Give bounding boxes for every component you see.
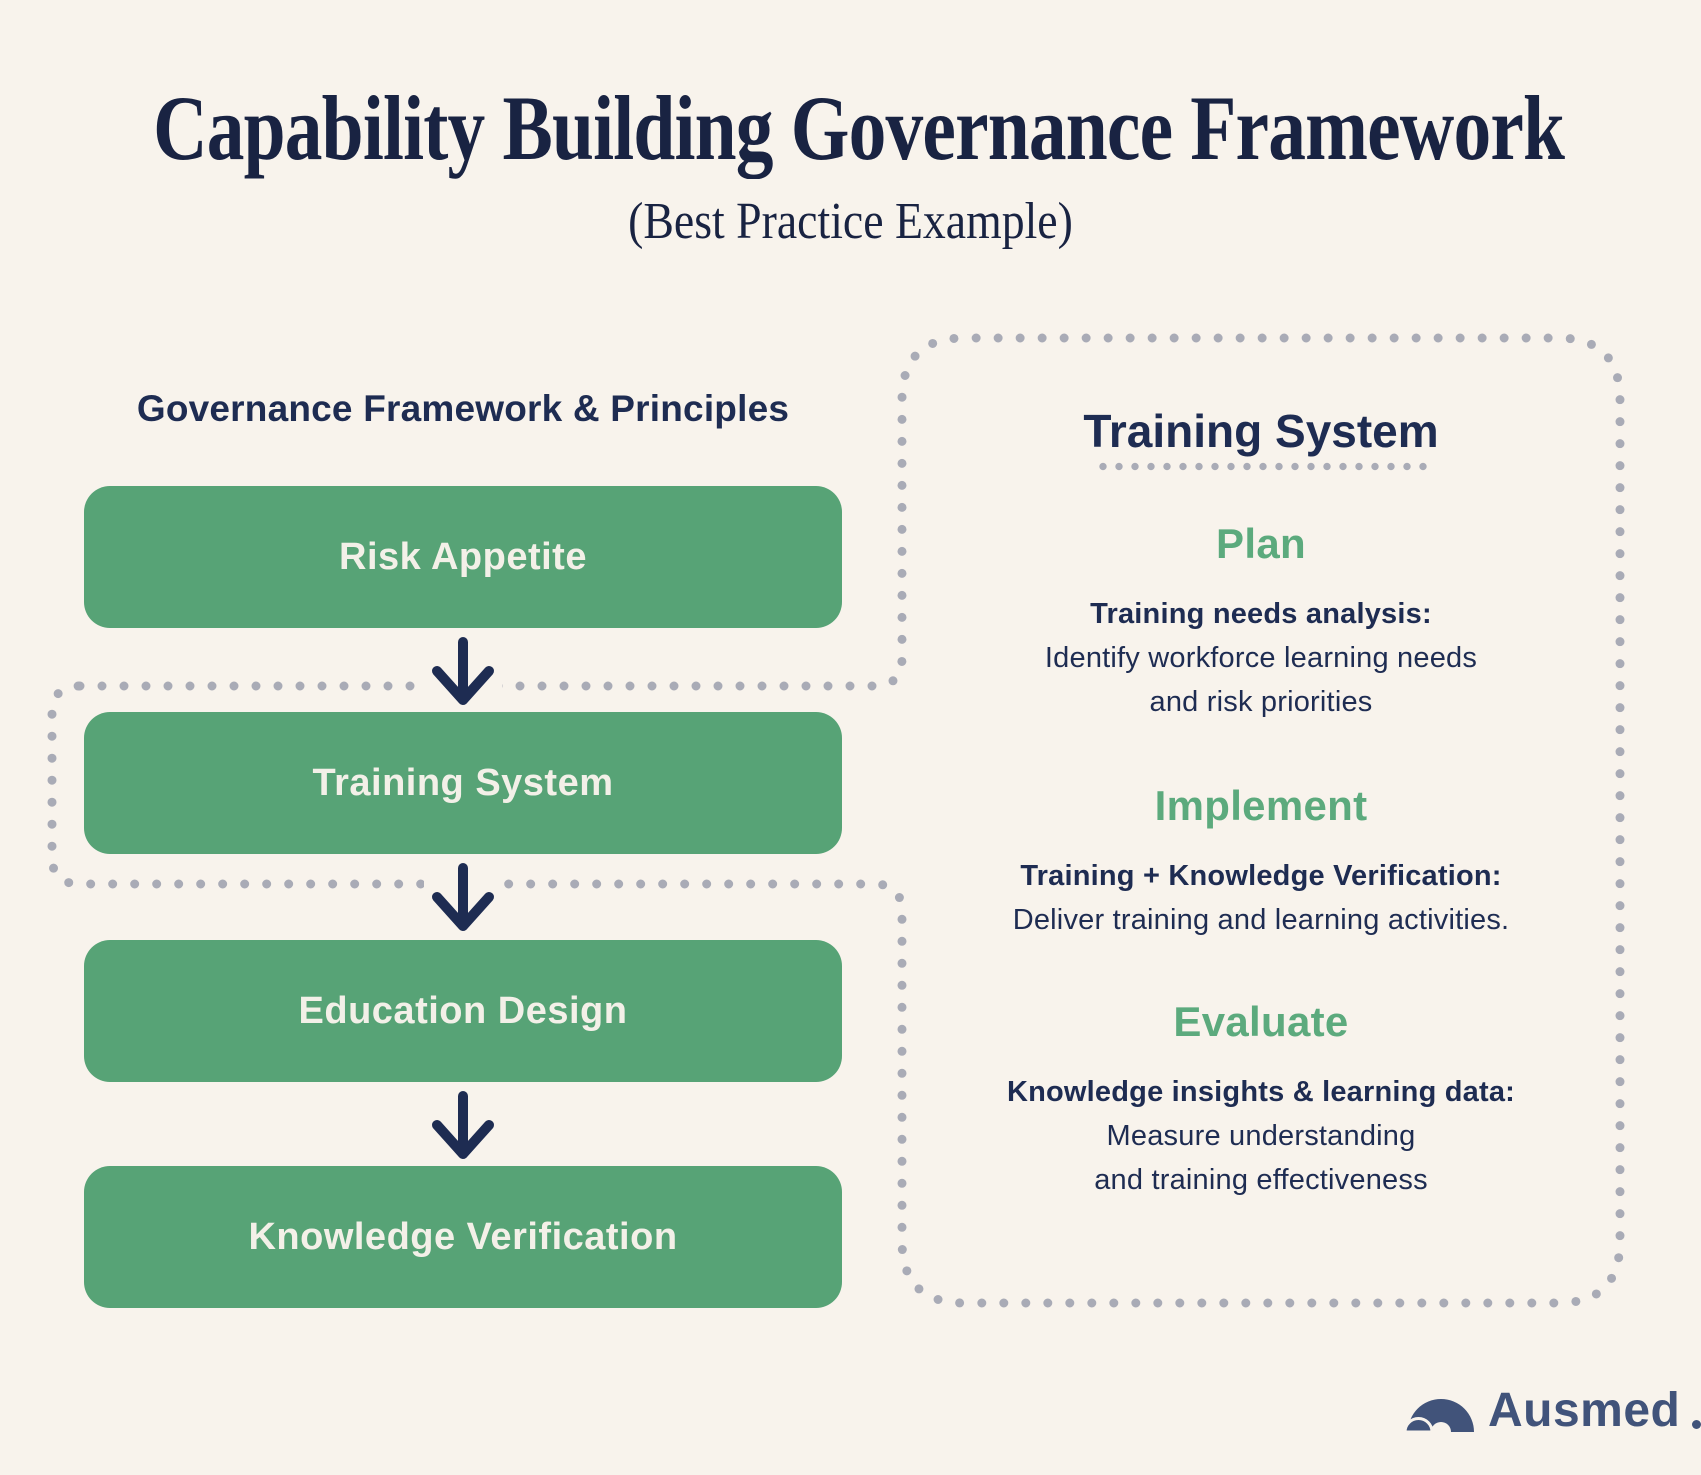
section-line: Deliver training and learning activities… <box>1012 904 1510 936</box>
flow-step-education-design: Education Design <box>84 940 842 1082</box>
ausmed-arch-icon <box>1404 1399 1474 1432</box>
training-system-detail-panel: Training System Plan Training needs anal… <box>902 338 1620 1303</box>
section-lead: Knowledge insights & learning data: <box>1006 1076 1516 1108</box>
section-line: and training effectiveness <box>1094 1164 1428 1196</box>
section-heading: Plan <box>1216 520 1306 567</box>
section-line: Identify workforce learning needs <box>1044 642 1478 674</box>
brand-name: Ausmed <box>1488 1384 1681 1437</box>
flow-step-training-system: Training System <box>84 712 842 854</box>
flow-arrow-down-icon <box>432 1091 494 1159</box>
page-title: Capability Building Governance Framework <box>153 77 1565 179</box>
dotted-connector-path <box>47 333 1625 1308</box>
flowchart-heading: Governance Framework & Principles <box>136 388 790 429</box>
panel-title-dotted-underline <box>1095 462 1427 471</box>
section-line: Measure understanding <box>1106 1120 1416 1152</box>
panel-section-plan: Plan Training needs analysis: Identify w… <box>902 520 1620 724</box>
panel-section-evaluate: Evaluate Knowledge insights & learning d… <box>902 998 1620 1202</box>
section-lead: Training needs analysis: <box>1090 598 1432 630</box>
panel-section-implement: Implement Training + Knowledge Verificat… <box>902 782 1620 942</box>
section-heading: Implement <box>1154 782 1368 829</box>
section-heading: Evaluate <box>1173 998 1349 1045</box>
panel-title: Training System <box>1083 405 1439 457</box>
flow-arrow-down-icon <box>432 637 494 705</box>
brand-logo: Ausmed <box>1404 1384 1701 1437</box>
section-lead: Training + Knowledge Verification: <box>1020 860 1502 892</box>
registered-mark-dot <box>1692 1420 1701 1429</box>
section-line: and risk priorities <box>1149 686 1373 718</box>
flow-step-risk-appetite: Risk Appetite <box>84 486 842 628</box>
flow-step-knowledge-verification: Knowledge Verification <box>84 1166 842 1308</box>
flow-arrow-down-icon <box>432 863 494 931</box>
page-subtitle: (Best Practice Example) <box>628 193 1073 250</box>
